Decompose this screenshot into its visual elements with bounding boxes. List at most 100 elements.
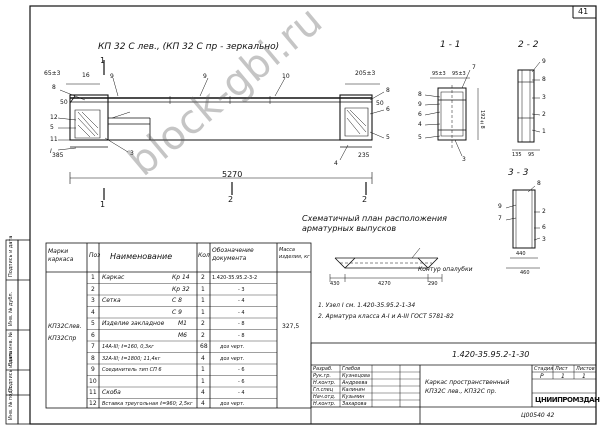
s22-callout-9: 9	[542, 58, 546, 65]
table-row: 10	[89, 377, 97, 385]
table-row: Скоба	[102, 389, 121, 396]
table-row: 68	[200, 343, 208, 350]
table-row: - 6	[238, 367, 245, 373]
mass-value: 327,5	[282, 323, 300, 330]
table-row: М1	[178, 320, 187, 327]
dim-left-16: 16	[82, 72, 90, 79]
section-3-3-title: 3 - 3	[508, 168, 529, 178]
stamp-label-4: Инв. № дубл.	[8, 291, 14, 326]
stamp-label-5: Подпись и дата	[8, 235, 14, 277]
cut-mark-2: 2	[228, 195, 234, 204]
table-row: 11	[89, 389, 97, 396]
callout-r5: 5	[386, 134, 390, 141]
s33-callout-3: 3	[542, 236, 546, 243]
table-row: Изделие закладное	[102, 320, 165, 327]
table-row: Соединитель тип СП 6	[102, 367, 162, 373]
table-row: Кр 14	[172, 274, 190, 281]
stamp-label-3: Взам. инв. №	[8, 332, 14, 366]
callout-4: 4	[334, 160, 338, 167]
role-6: Н.контр.	[313, 401, 336, 407]
person-2: Кузнецова	[342, 373, 370, 379]
col-doc: Обозначение документа	[212, 247, 254, 262]
dim-50-right: 50	[376, 100, 384, 107]
table-row: 2	[201, 320, 205, 327]
s33-callout-6: 6	[542, 224, 546, 231]
table-row: 1	[201, 377, 205, 385]
cut-mark-2b: 2	[362, 195, 368, 204]
table-row: 32A-III; ℓ=1800; 11,4кг	[102, 355, 161, 362]
callout-11: 11	[50, 136, 58, 143]
s33-callout-2: 2	[542, 208, 546, 215]
sheet-value: 1	[561, 372, 565, 380]
section-1-1-view	[424, 69, 479, 157]
dim-left-top: 65±3	[44, 70, 61, 77]
sheets-label: Листов	[576, 366, 595, 372]
s11-callout-5: 5	[418, 134, 422, 141]
plan-dim-a: 430	[330, 281, 340, 287]
organization: ЦНИИПРОМЗДАНИЙ	[535, 396, 600, 404]
sheet-number: 41	[578, 7, 589, 16]
dim-50-left: 50	[60, 99, 68, 106]
table-row: - 4	[238, 390, 245, 396]
elevation-view	[57, 60, 385, 200]
s22-dim-b: 95	[528, 152, 535, 158]
s22-callout-1: 1	[542, 128, 546, 135]
table-row: - 8	[238, 321, 245, 327]
cut-mark-1-bottom: 1	[100, 200, 106, 209]
person-1: Глебов	[342, 366, 361, 372]
table-row: 14A-III; ℓ=160, 0,3кг	[102, 344, 154, 350]
s22-callout-2: 2	[542, 111, 546, 118]
callout-12: 12	[50, 114, 58, 121]
role-1: Разраб.	[313, 366, 333, 372]
note-1: 1. Узел I см. 1.420-35.95.2-1-34	[318, 302, 416, 309]
table-row: 4	[201, 354, 205, 362]
role-2: Рук.гр.	[313, 373, 331, 379]
callout-r8: 8	[386, 87, 390, 94]
table-row: 2	[201, 331, 205, 339]
table-row: М6	[178, 331, 187, 339]
table-row: С 8	[172, 297, 182, 304]
table-row: 4	[201, 400, 205, 407]
table-row: 1	[201, 366, 205, 373]
s33-dim-a: 440	[516, 251, 526, 257]
dim-right-top: 205±3	[355, 70, 376, 77]
role-4: Гл.спец	[313, 387, 334, 393]
stage-value: Р	[540, 372, 544, 380]
reinforcement-plan	[329, 247, 443, 282]
s33-callout-9: 9	[498, 203, 502, 210]
spec-table-grid	[45, 242, 312, 409]
dim-right-bottom: 235	[358, 152, 370, 159]
table-row: - 3	[238, 286, 245, 293]
s11-dim-b: 95±3	[452, 71, 466, 77]
stage-label: Стадия	[534, 366, 554, 372]
person-4: Калинин	[342, 387, 365, 393]
dim-left-bottom: 385	[52, 152, 64, 159]
table-row: - 4	[238, 309, 245, 316]
document-code: 1.420-35.95.2-1-30	[452, 350, 530, 359]
drawing-title: КП 32 С лев., (КП 32 С пр - зеркально)	[98, 42, 280, 52]
role-3: Н.контр.	[313, 380, 336, 386]
person-6: Захарова	[342, 401, 367, 407]
plan-caption: Схематичный план расположения арматурных…	[302, 214, 447, 233]
node-mark-I: I	[50, 148, 52, 155]
table-row: ℓ=960; 2,5кг	[160, 401, 193, 407]
table-row: 8	[91, 354, 95, 362]
callout-5: 5	[50, 124, 54, 131]
s11-callout-4: 4	[418, 121, 422, 128]
s33-callout-8: 8	[537, 180, 541, 187]
section-2-2-title: 2 - 2	[518, 40, 539, 50]
table-row: Кр 32	[172, 285, 190, 293]
table-row: 1	[201, 285, 205, 293]
table-row: 2	[201, 274, 205, 281]
s11-callout-8: 8	[418, 91, 422, 98]
person-5: Кузьмин	[342, 394, 365, 400]
table-row: 12	[89, 400, 97, 407]
sheets-value: 1	[582, 372, 586, 380]
col-qty: Кол	[198, 252, 210, 259]
plan-dim-b: 4270	[378, 281, 391, 287]
section-3-3-view	[505, 185, 541, 269]
document-name: Каркас пространственный КП32С лев., КП32…	[425, 379, 510, 395]
s33-dim-b: 460	[520, 270, 530, 276]
table-row: 1	[91, 274, 95, 281]
